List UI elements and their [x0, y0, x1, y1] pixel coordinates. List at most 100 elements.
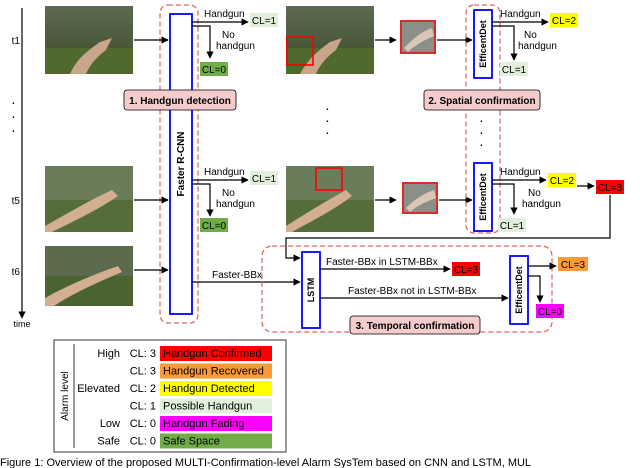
efficientdet-block-t5 — [473, 162, 493, 232]
t1-cl0-badge — [200, 62, 228, 76]
svg-text:CL=0: CL=0 — [202, 221, 227, 232]
svg-text:Handgun: Handgun — [500, 9, 541, 20]
svg-text:CL=1: CL=1 — [252, 16, 277, 27]
legend-row: Elevated CL: 2 Handgun Detected — [77, 381, 272, 396]
efficientdet-block-t6 — [509, 255, 529, 325]
svg-text:handgun: handgun — [518, 41, 557, 52]
legend-cl-value: CL: 2 — [130, 383, 156, 395]
bbx-in-label: Faster-BBx in LSTM-BBx — [326, 257, 438, 268]
legend-cl-value: CL: 0 — [130, 418, 156, 430]
t5-cl1-badge — [250, 171, 278, 185]
svg-text:CL=2: CL=2 — [552, 16, 577, 27]
time-label-t5: t5 — [12, 196, 21, 207]
t5-cl0-badge — [200, 218, 228, 232]
faster-rcnn-label: Faster R-CNN — [176, 131, 187, 196]
legend-axis-label: Alarm level — [60, 371, 71, 420]
legend-level-name: Handgun Recovered — [163, 366, 264, 378]
svg-text:EfficentDet: EfficentDet — [514, 266, 524, 314]
legend-group-label: Low — [100, 418, 120, 430]
legend-row: CL: 3 Handgun Recovered — [130, 363, 272, 379]
legend-cl-value: CL: 3 — [130, 366, 156, 378]
legend-cl-value: CL: 1 — [130, 401, 156, 413]
legend-level-name: Safe Space — [163, 436, 220, 448]
svg-text:CL=2: CL=2 — [550, 176, 575, 187]
svg-text:No: No — [524, 30, 537, 41]
t1-cl1-out-badge — [500, 62, 528, 76]
lstm-cl3-badge — [452, 262, 480, 276]
legend-cl-value: CL: 0 — [130, 436, 156, 448]
legend-row: High CL: 3 Handgun Confirmed — [97, 346, 272, 361]
legend-swatch — [160, 363, 272, 379]
stage1-boundary — [159, 4, 199, 324]
svg-text:.: . — [326, 102, 329, 113]
svg-text:.: . — [12, 124, 15, 135]
legend-group-label: High — [97, 348, 120, 360]
legend-row: Safe CL: 0 Safe Space — [97, 433, 272, 449]
svg-text:CL=3: CL=3 — [561, 260, 586, 271]
stage1-label: 1. Handgun detection — [129, 96, 231, 107]
crop-t5 — [402, 182, 438, 214]
efficientdet-block-t1 — [473, 9, 493, 79]
svg-text:handgun: handgun — [216, 41, 255, 52]
frame-t6 — [45, 246, 133, 306]
stage2-label: 2. Spatial confirmation — [428, 96, 535, 107]
crop-t1 — [400, 20, 436, 54]
svg-text:No: No — [222, 188, 235, 199]
stage3-label-box — [349, 315, 481, 335]
svg-text:CL=3: CL=3 — [598, 183, 623, 194]
frame-t5 — [45, 166, 133, 232]
t6-cl3-recovered-badge — [558, 257, 588, 271]
faster-bbx-label: Faster-BBx — [212, 270, 262, 281]
svg-text:EfficentDet: EfficentDet — [478, 173, 488, 221]
legend-swatch — [160, 381, 272, 396]
stage1-label-box — [123, 89, 237, 111]
svg-text:.: . — [480, 114, 483, 125]
t5-handgun-label: Handgun — [204, 167, 245, 178]
faster-rcnn-block — [169, 13, 193, 315]
legend-swatch — [160, 398, 272, 414]
svg-text:CL=0: CL=0 — [538, 307, 563, 318]
legend-swatch — [160, 433, 272, 449]
lstm-block — [301, 251, 321, 329]
legend-swatch — [160, 346, 272, 361]
svg-text:CL=1: CL=1 — [500, 221, 525, 232]
svg-text:.: . — [12, 110, 15, 121]
time-axis-label: time — [13, 319, 30, 329]
legend-swatch — [160, 416, 272, 431]
legend-level-name: Handgun Fading — [163, 418, 244, 430]
svg-text:Handgun: Handgun — [500, 167, 541, 178]
svg-text:LSTM: LSTM — [306, 278, 316, 303]
svg-text:CL=1: CL=1 — [502, 65, 527, 76]
stage3-label: 3. Temporal confirmation — [356, 321, 475, 332]
legend-cl-value: CL: 3 — [130, 348, 156, 360]
t5-cl2-badge — [548, 173, 576, 187]
svg-text:handgun: handgun — [216, 199, 255, 210]
legend-level-name: Handgun Confirmed — [163, 348, 261, 360]
ellipsis-dots: . — [12, 96, 15, 107]
legend-row: Low CL: 0 Handgun Fading — [100, 416, 272, 431]
detection-frame-t5 — [286, 166, 374, 232]
time-label-t1: t1 — [12, 36, 21, 47]
svg-text:CL=0: CL=0 — [202, 65, 227, 76]
bbx-not-in-label: Faster-BBx not in LSTM-BBx — [348, 286, 476, 297]
legend-group-label: Safe — [97, 436, 120, 448]
legend-row: CL: 1 Possible Handgun — [130, 398, 272, 414]
legend-level-name: Handgun Detected — [163, 383, 255, 395]
svg-text:EfficentDet: EfficentDet — [478, 20, 488, 68]
t6-cl0-fading-badge — [536, 304, 564, 318]
figure-caption: Figure 1: Overview of the proposed MULTI… — [0, 457, 531, 468]
stage2-boundary — [465, 4, 501, 234]
svg-text:.: . — [326, 126, 329, 137]
svg-text:No: No — [528, 188, 541, 199]
svg-text:No: No — [222, 30, 235, 41]
svg-text:.: . — [480, 138, 483, 149]
t5-cl1-out-badge — [498, 218, 526, 232]
legend-level-name: Possible Handgun — [163, 401, 252, 413]
svg-text:.: . — [326, 114, 329, 125]
t1-cl2-badge — [550, 13, 578, 27]
detection-frame-t1 — [286, 6, 374, 74]
legend-group-label: Elevated — [77, 383, 120, 395]
svg-text:CL=3: CL=3 — [454, 265, 479, 276]
